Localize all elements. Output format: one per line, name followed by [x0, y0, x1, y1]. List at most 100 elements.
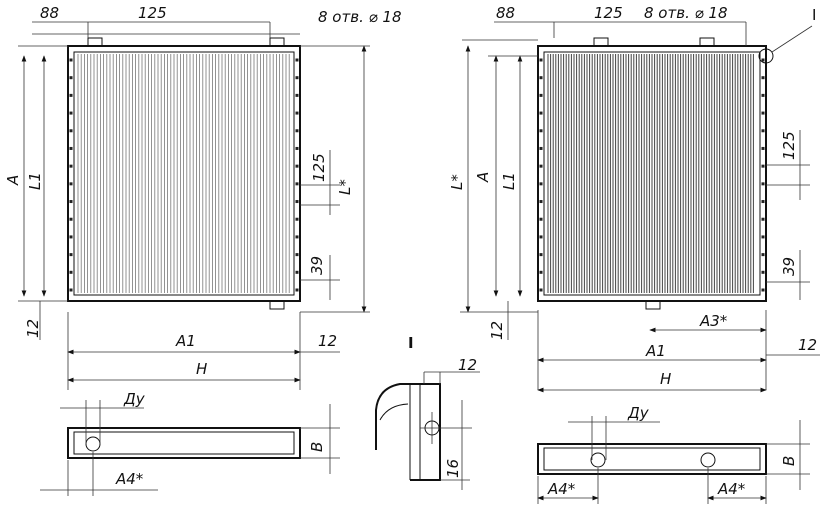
- bottom-left-port: [85, 436, 101, 452]
- detail-dim-16: 16: [444, 459, 462, 478]
- dim-12-right-a: 12: [488, 321, 506, 340]
- bolt: [761, 93, 765, 97]
- right-fins: [547, 54, 754, 293]
- bolt: [69, 217, 73, 221]
- bottom-left-du: Ду: [123, 390, 146, 408]
- bolt: [69, 200, 73, 204]
- bolt: [539, 129, 543, 133]
- bolt: [295, 111, 299, 115]
- bolt: [539, 200, 543, 204]
- bolt: [69, 129, 73, 133]
- dim-125-side-left: 125: [310, 153, 328, 182]
- detail-I: I 12 16: [375, 334, 480, 490]
- bolt: [69, 164, 73, 168]
- bottom-right-A4-right: A4*: [717, 480, 746, 498]
- bolt: [69, 182, 73, 186]
- bolt: [295, 217, 299, 221]
- bolt: [295, 235, 299, 239]
- left-top-nozzle-1: [87, 37, 103, 47]
- bolt: [539, 288, 543, 292]
- dim-H-right: H: [660, 370, 671, 388]
- bolt: [295, 129, 299, 133]
- right-core: [543, 51, 761, 296]
- bolt: [761, 164, 765, 168]
- bolt: [761, 200, 765, 204]
- bolt: [761, 217, 765, 221]
- right-front-view: 88 125 8 отв. ⌀ 18 I L* A L1 125 39 12 A…: [448, 4, 820, 393]
- dim-88-right: 88: [496, 4, 515, 22]
- bolt: [69, 93, 73, 97]
- bolt: [539, 76, 543, 80]
- left-top-nozzle-2: [269, 37, 285, 47]
- bolt: [539, 111, 543, 115]
- dim-A1-left: A1: [175, 332, 196, 350]
- bottom-right-view: Ду B A4* A4*: [537, 404, 810, 504]
- right-top-nozzle-2: [699, 37, 715, 47]
- left-bolts: [69, 58, 299, 292]
- holes-note-left: 8 отв. ⌀ 18: [318, 8, 402, 26]
- bolt: [295, 76, 299, 80]
- bolt: [295, 270, 299, 274]
- dim-A-left: A: [4, 175, 22, 186]
- bolt: [295, 58, 299, 62]
- right-bolts: [539, 58, 765, 292]
- bolt: [761, 253, 765, 257]
- dim-A-right: A: [474, 172, 492, 183]
- dim-A1-right: A1: [645, 342, 666, 360]
- bolt: [295, 288, 299, 292]
- bolt: [761, 235, 765, 239]
- bolt: [539, 182, 543, 186]
- bolt: [539, 164, 543, 168]
- bottom-right-body: [537, 443, 767, 475]
- bolt: [295, 93, 299, 97]
- dim-A3-right: A3*: [699, 312, 728, 330]
- dim-12-right-b: 12: [798, 336, 817, 354]
- bolt: [69, 76, 73, 80]
- bolt: [295, 182, 299, 186]
- dim-L1-left: L1: [26, 172, 44, 190]
- left-frame: [67, 45, 301, 302]
- bolt: [539, 270, 543, 274]
- bolt: [761, 182, 765, 186]
- dim-125-top-left: 125: [138, 4, 167, 22]
- bolt: [69, 146, 73, 150]
- holes-note-right: 8 отв. ⌀ 18: [644, 4, 728, 22]
- left-core: [73, 51, 295, 296]
- callout-label: I: [812, 6, 816, 24]
- bottom-left-body: [67, 427, 301, 459]
- bolt: [539, 217, 543, 221]
- bottom-right-A4-left: A4*: [547, 480, 576, 498]
- detail-title: I: [408, 334, 414, 352]
- dim-39-left: 39: [308, 256, 326, 275]
- bottom-left-A4: A4*: [115, 470, 144, 488]
- dim-12-left-a: 12: [24, 319, 42, 338]
- bolt: [69, 111, 73, 115]
- right-top-nozzle-1: [593, 37, 609, 47]
- bottom-right-B: B: [780, 456, 798, 466]
- bolt: [761, 129, 765, 133]
- bolt: [539, 58, 543, 62]
- bottom-right-port-1: [590, 452, 606, 468]
- dim-12-left-b: 12: [318, 332, 337, 350]
- dim-H-left: H: [196, 360, 207, 378]
- right-bottom-nozzle: [645, 300, 661, 310]
- bolt: [761, 76, 765, 80]
- dim-39-right: 39: [780, 257, 798, 276]
- bottom-left-view: Ду B A4*: [40, 390, 340, 496]
- bolt: [539, 146, 543, 150]
- detail-dim-12: 12: [458, 356, 477, 374]
- bolt: [761, 288, 765, 292]
- bottom-left-B: B: [308, 442, 326, 452]
- bolt: [761, 58, 765, 62]
- dim-L-star-left: L*: [336, 179, 354, 195]
- bolt: [761, 111, 765, 115]
- bolt: [69, 253, 73, 257]
- dim-88-left: 88: [40, 4, 59, 22]
- left-bottom-nozzle: [269, 300, 285, 310]
- bottom-right-port-2: [700, 452, 716, 468]
- bolt: [295, 253, 299, 257]
- bolt: [295, 146, 299, 150]
- dim-125-side-right: 125: [780, 131, 798, 160]
- bolt: [295, 164, 299, 168]
